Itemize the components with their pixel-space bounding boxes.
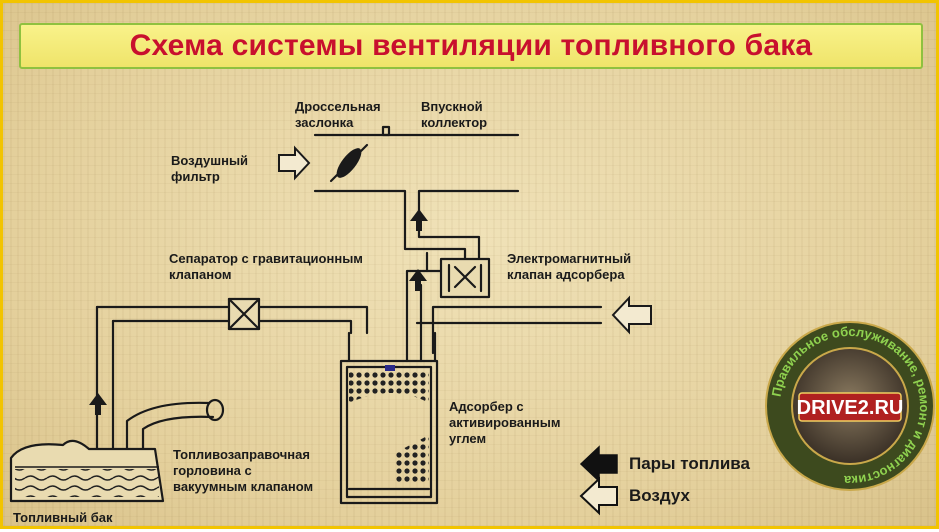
drive2-logo: DRIVE2.RU Правильное обслуживание, ремон… [765,321,935,491]
filler-neck-inner [141,415,215,451]
manifold-bottom-left [313,189,467,261]
page-title: Схема системы вентиляции топливного бака [129,29,813,62]
solenoid-valve [439,257,491,299]
ventilation-diagram [9,125,652,516]
vapor-arrows [89,209,428,415]
air-arrow-filter [278,145,311,181]
label-filler: Топливозаправочная горловина с вакуумным… [173,447,314,494]
manifold-stub [381,125,391,137]
legend-air-label: Воздух [629,486,691,505]
label-air-filter: Воздушный фильтр [171,153,249,184]
legend-vapor-label: Пары топлива [629,454,750,473]
solenoid-pipe-outer [405,269,443,363]
filler-cap [205,398,225,422]
adsorber-valve-mark [385,365,395,371]
manifold-bottom-right [417,189,520,261]
carbon-top [349,371,429,403]
throttle-valve [329,143,369,183]
vapor-line-bottom [111,319,353,335]
air-arrows [278,145,652,335]
legend-arrows [579,445,618,516]
label-adsorber: Адсорбер с активированным углем [449,399,561,446]
filler-neck-outer [125,401,211,451]
vapor-line-top [95,305,369,335]
air-arrow-inlet [611,295,652,335]
carbon-bottom [395,435,429,483]
adsorber-body [339,359,439,505]
label-throttle: Дроссельная заслонка [295,99,381,130]
air-pipe-top [431,305,603,355]
logo-brand: DRIVE2.RU [797,397,904,419]
label-tank: Топливный бак [13,510,113,525]
label-intake: Впускной коллектор [421,99,488,130]
arrow-up-3 [89,393,107,415]
label-separator: Сепаратор с гравитационным клапаном [169,251,363,282]
label-solenoid: Электромагнитный клапан адсорбера [507,251,632,282]
arrow-up-2 [409,269,427,291]
arrow-up-1 [410,209,428,231]
legend-air-arrow [579,476,618,516]
adsorber-neck [347,331,437,363]
tank-fuel [15,469,159,497]
legend-vapor-arrow [579,445,618,483]
separator-valve [227,297,261,331]
title-bar: Схема системы вентиляции топливного бака [19,23,923,69]
